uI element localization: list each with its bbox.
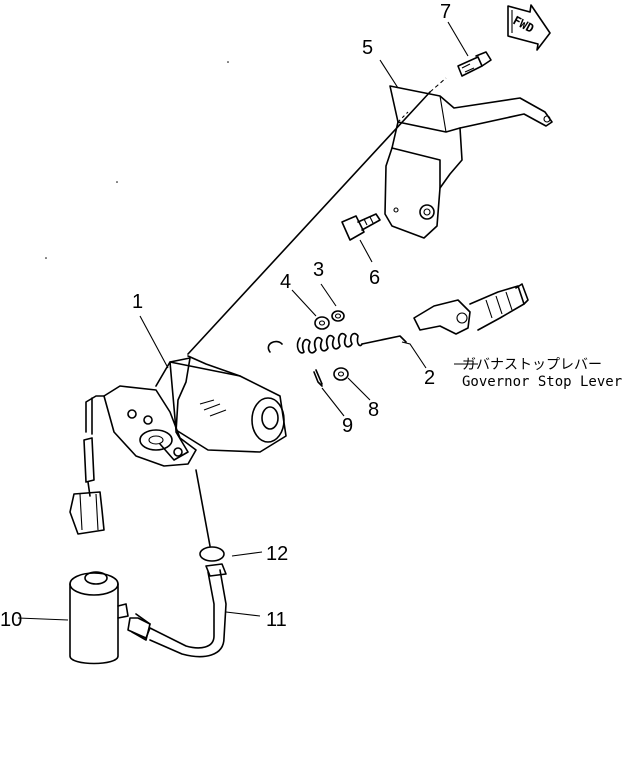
fwd-arrow-icon: FWD [507, 4, 551, 51]
callout-2: 2 [424, 367, 435, 389]
callout-1: 1 [132, 291, 143, 313]
clip-12 [199, 546, 225, 562]
callout-3: 3 [313, 259, 324, 281]
callout-7: 7 [440, 1, 451, 23]
washer-4 [314, 316, 330, 330]
stray-dot [227, 61, 229, 63]
bolt-7 [457, 51, 492, 77]
leader-lines [17, 21, 478, 621]
callout-5: 5 [362, 37, 373, 59]
coil-spring [267, 332, 407, 354]
callout-4: 4 [280, 271, 291, 293]
stray-dot [116, 181, 118, 183]
dashed-guide-2 [397, 111, 409, 123]
connector-line-hose [195, 469, 211, 547]
washer-3 [331, 310, 345, 322]
fwd-label: FWD [511, 13, 537, 36]
dashed-guide [429, 77, 447, 93]
cotter-pin-9 [313, 369, 323, 387]
filter-10 [69, 571, 129, 665]
callout-6: 6 [369, 267, 380, 289]
governor-label-en: Governor Stop Lever [462, 374, 622, 390]
callout-11: 11 [266, 609, 287, 631]
callout-10: 10 [0, 609, 22, 631]
washer-8 [333, 367, 349, 381]
callout-9: 9 [342, 415, 353, 437]
callout-12: 12 [266, 543, 288, 565]
governor-stop-lever [413, 283, 529, 335]
actuator-motor-1 [69, 355, 287, 535]
stray-dot [45, 257, 47, 259]
bracket-5 [384, 85, 553, 239]
hose-11 [127, 563, 227, 658]
callout-8: 8 [368, 399, 379, 421]
connector-line [187, 91, 431, 355]
bolt-6 [341, 213, 381, 241]
governor-label-jp: ガバナストップレバー [462, 357, 602, 373]
